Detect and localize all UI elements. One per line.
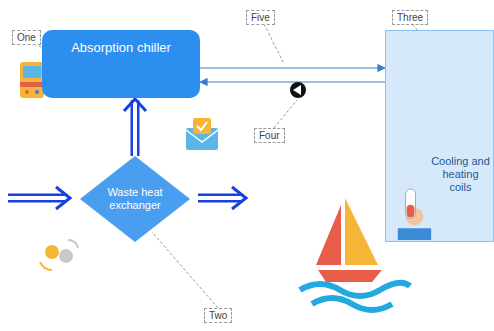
coins-icon xyxy=(40,240,78,270)
edge-group xyxy=(200,82,385,83)
pipe-line xyxy=(200,67,385,68)
callout-number: Two xyxy=(204,308,232,323)
callout-number: Three xyxy=(392,10,428,25)
callout-number: Four xyxy=(254,128,285,143)
coil-panel: Cooling and heating coils xyxy=(385,30,494,242)
edge-group xyxy=(124,99,146,156)
node-text: Absorption chiller xyxy=(50,40,192,56)
callout-number: One xyxy=(12,30,41,45)
node-text: Waste heat exchanger xyxy=(106,186,164,212)
envelope-icon xyxy=(186,118,218,150)
edge-group xyxy=(200,68,385,69)
pump-symbol xyxy=(290,82,306,98)
exchanger-diamond: Waste heat exchanger xyxy=(80,156,190,242)
flow-arrow xyxy=(131,100,140,156)
arrow-head xyxy=(124,99,146,111)
arcade-icon xyxy=(20,62,44,98)
pipe-line xyxy=(200,81,385,82)
process-box: Absorption chiller xyxy=(42,30,200,98)
node-text: Cooling and heating coils xyxy=(430,155,491,195)
figure-icon xyxy=(386,31,493,241)
callout-number: Five xyxy=(246,10,275,25)
flow-arrow-inner xyxy=(133,100,137,156)
